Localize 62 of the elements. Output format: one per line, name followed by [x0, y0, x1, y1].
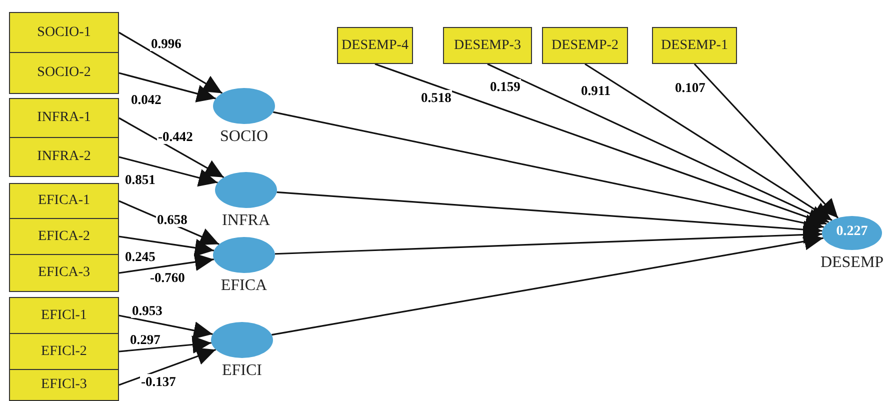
edge-label: 0.996: [150, 36, 182, 51]
indicator-box: [337, 27, 413, 64]
edge-label: 0.245: [124, 249, 156, 264]
indicator-label: SOCIO-2: [37, 65, 91, 81]
edge-label: 0.042: [130, 92, 162, 107]
indicator-box: [9, 254, 119, 292]
r-squared-value: 0.227: [835, 224, 869, 240]
indicator-label: EFICl-1: [41, 308, 87, 324]
edge-label: 0.297: [129, 332, 162, 347]
arrow: [118, 348, 216, 386]
arrow: [118, 156, 218, 187]
indicator-box: [9, 218, 119, 255]
arrow: [274, 226, 822, 255]
indicator-box: [9, 297, 119, 334]
edge-label: 0.851: [124, 172, 156, 187]
indicator-label: EFICl-3: [41, 377, 87, 393]
indicator-box: [9, 369, 119, 401]
latent-variable-label: EFICI: [221, 362, 263, 380]
edge-label: 0.911: [580, 83, 612, 98]
arrow: [487, 63, 830, 223]
edge-label: 0.953: [131, 303, 164, 318]
indicator-label: EFICA-3: [38, 265, 90, 281]
indicator-box: [542, 27, 628, 64]
indicator-label: DESEMP-3: [454, 38, 521, 54]
indicator-label: DESEMP-1: [661, 38, 728, 54]
indicator-label: EFICA-2: [38, 228, 90, 244]
latent-variable-label: DESEMP: [819, 254, 885, 272]
edge-label: 0.159: [489, 79, 522, 94]
indicator-label: EFICl-2: [41, 344, 87, 360]
arrow: [118, 236, 214, 257]
arrow: [584, 63, 832, 222]
arrow: [374, 63, 827, 226]
arrow: [118, 117, 224, 178]
arrow: [276, 191, 822, 239]
indicator-label: INFRA-2: [37, 149, 91, 165]
arrow: [118, 314, 213, 340]
edge-label: 0.107: [674, 80, 706, 95]
indicator-box: [9, 137, 119, 177]
indicator-label: EFICA-1: [38, 193, 90, 209]
indicator-box: [443, 27, 532, 64]
arrow: [118, 336, 212, 354]
indicator-box: [9, 12, 119, 53]
indicator-label: INFRA-1: [37, 110, 91, 126]
arrow: [118, 32, 223, 94]
arrow: [118, 72, 216, 102]
indicator-label: DESEMP-4: [342, 38, 408, 54]
latent-variable-label: EFICA: [220, 277, 268, 295]
edge-label: -0.442: [157, 129, 194, 144]
indicator-label: SOCIO-1: [37, 24, 91, 40]
edge-label: 0.658: [156, 212, 188, 227]
edge-label: 0.518: [420, 90, 452, 105]
arrow: [118, 253, 214, 274]
indicator-box: [9, 183, 119, 219]
indicator-label: DESEMP-2: [552, 38, 618, 54]
edge-label: -0.760: [149, 270, 186, 285]
latent-variable-label: INFRA: [220, 212, 271, 230]
arrow: [694, 63, 839, 219]
indicator-box: [652, 27, 737, 64]
indicator-box: [9, 333, 119, 370]
edge-label: -0.137: [140, 374, 177, 389]
indicator-box: [9, 98, 119, 138]
indicator-box: [9, 52, 119, 94]
